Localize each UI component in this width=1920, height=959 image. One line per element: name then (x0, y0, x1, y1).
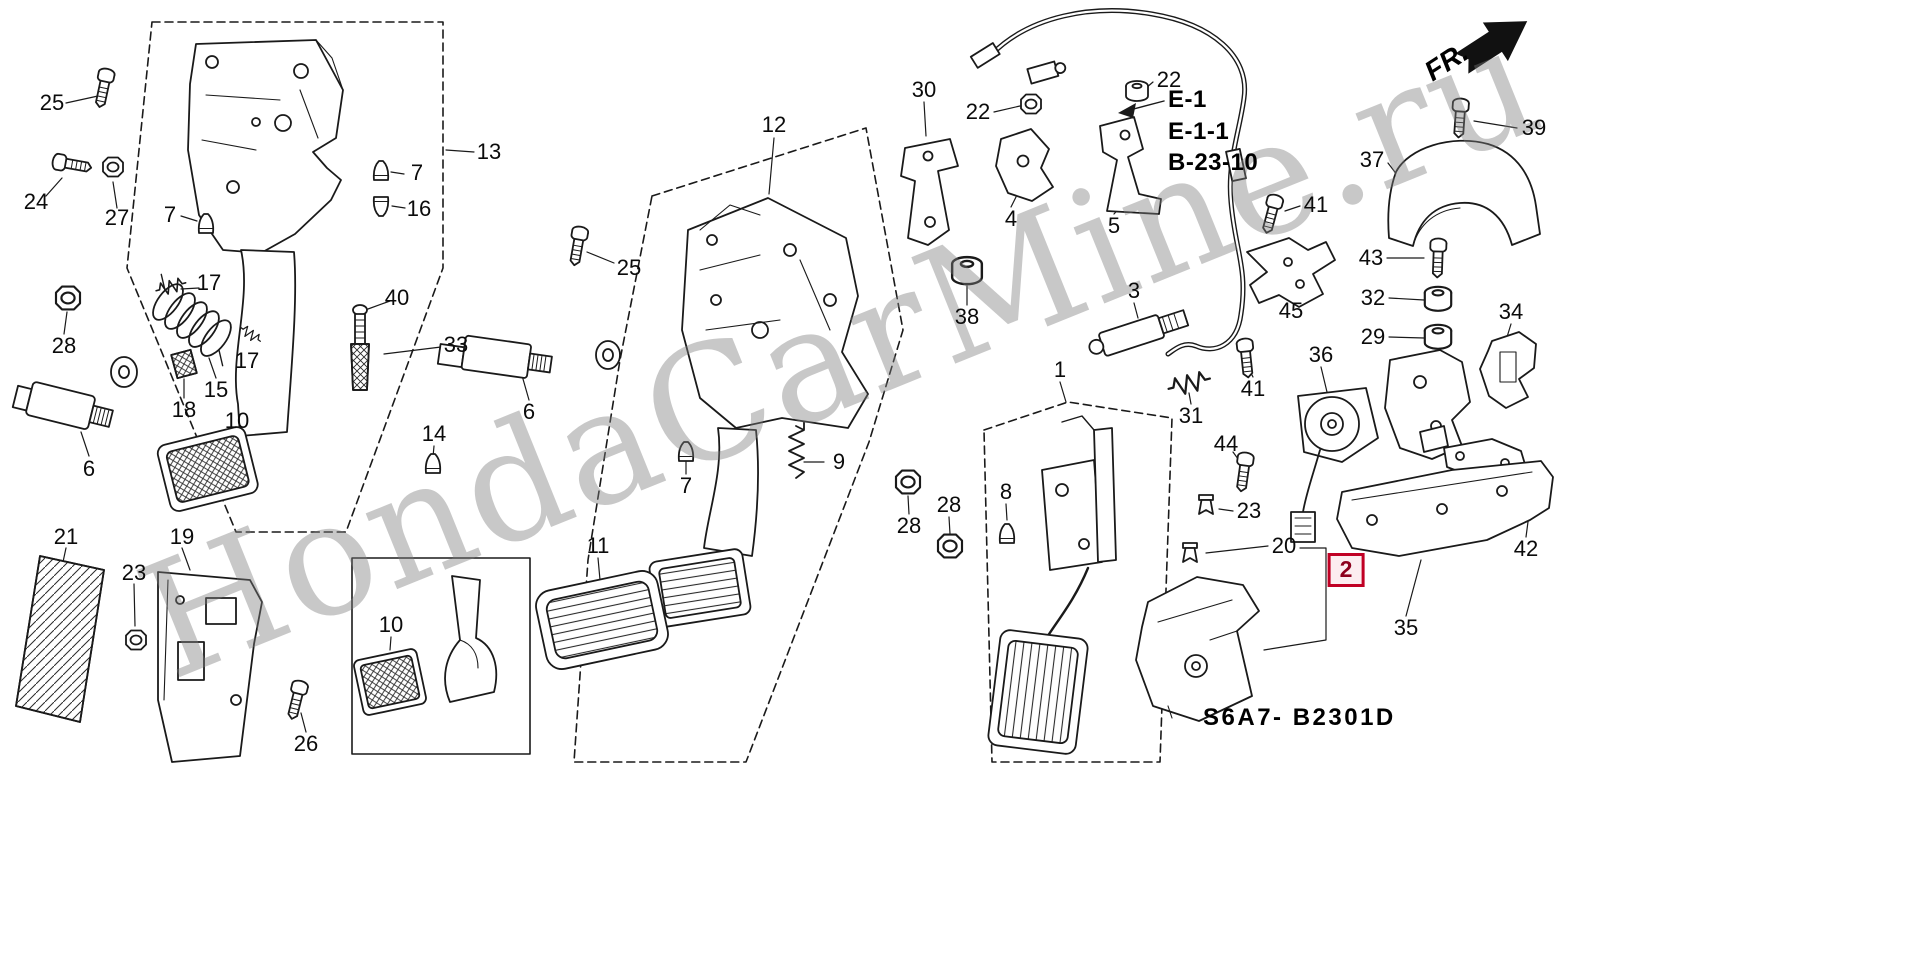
part-callout-38[interactable]: 38 (954, 304, 980, 329)
part-callout-37[interactable]: 37 (1359, 147, 1385, 172)
part-callout-4[interactable]: 4 (1004, 206, 1018, 231)
pedal-pad-11-art (535, 570, 669, 670)
part-callout-39[interactable]: 39 (1521, 115, 1547, 140)
part-callout-13[interactable]: 13 (476, 139, 502, 164)
part-callout-15[interactable]: 15 (203, 377, 229, 402)
part-callout-31[interactable]: 31 (1178, 403, 1204, 428)
right-cluster-art (1165, 192, 1379, 563)
part-callout-22[interactable]: 22 (965, 99, 991, 124)
inset-pads-art (353, 575, 498, 716)
part-callout-28[interactable]: 28 (936, 492, 962, 517)
part-callout-28[interactable]: 28 (51, 333, 77, 358)
part-callout-27[interactable]: 27 (104, 205, 130, 230)
part-callout-2-selected[interactable]: 2 (1327, 553, 1365, 587)
part-callout-6[interactable]: 6 (522, 399, 536, 424)
part-callout-28[interactable]: 28 (896, 513, 922, 538)
part-callout-34[interactable]: 34 (1498, 299, 1524, 324)
part-callout-42[interactable]: 42 (1513, 536, 1539, 561)
selected-part-2-art (1135, 576, 1260, 722)
part-callout-24[interactable]: 24 (23, 189, 49, 214)
part-callout-20[interactable]: 20 (1271, 533, 1297, 558)
pad-inset-box (351, 557, 531, 755)
part-callout-43[interactable]: 43 (1358, 245, 1384, 270)
part-callout-1[interactable]: 1 (1053, 357, 1067, 382)
ref-arrowhead (1118, 103, 1136, 118)
brake-switch-art (436, 224, 621, 379)
reference-codes: E-1 E-1-1 B-23-10 (1168, 84, 1258, 179)
part-callout-18[interactable]: 18 (171, 397, 197, 422)
group-boundaries (126, 21, 1173, 763)
ref-code-e11[interactable]: E-1-1 (1168, 117, 1230, 145)
ref-code-b2310[interactable]: B-23-10 (1168, 149, 1259, 177)
part-callout-12[interactable]: 12 (761, 112, 787, 137)
part-callout-17[interactable]: 17 (234, 348, 260, 373)
throttle-cable-art (969, 8, 1248, 357)
part-callout-21[interactable]: 21 (53, 524, 79, 549)
part-callout-5[interactable]: 5 (1107, 213, 1121, 238)
footrest-bracket-art (157, 571, 263, 763)
part-callout-19[interactable]: 19 (169, 524, 195, 549)
clutch-pedal-assembly-art (152, 39, 344, 512)
part-callout-33[interactable]: 33 (443, 332, 469, 357)
part-callout-30[interactable]: 30 (911, 77, 937, 102)
diagram-code: S6A7- B2301D (1203, 704, 1396, 731)
leader-lines (45, 81, 1532, 733)
part-callout-25[interactable]: 25 (39, 90, 65, 115)
part-callout-23[interactable]: 23 (1236, 498, 1262, 523)
part-callout-32[interactable]: 32 (1360, 285, 1386, 310)
part-callout-3[interactable]: 3 (1127, 278, 1141, 303)
part-callout-11[interactable]: 11 (586, 533, 610, 558)
part-callout-8[interactable]: 8 (999, 479, 1013, 504)
part-callout-6[interactable]: 6 (82, 456, 96, 481)
cover-and-mount-art (1336, 97, 1554, 557)
return-spring-art (788, 421, 805, 479)
part-callout-7[interactable]: 7 (679, 473, 693, 498)
part-callout-41[interactable]: 41 (1303, 192, 1329, 217)
left-fasteners-art (50, 66, 442, 722)
part-callout-45[interactable]: 45 (1278, 298, 1304, 323)
part-callout-29[interactable]: 29 (1360, 324, 1386, 349)
accelerator-pedal-art (987, 415, 1117, 755)
part-callout-10[interactable]: 10 (224, 408, 250, 433)
part-callout-17[interactable]: 17 (196, 270, 222, 295)
part-callout-36[interactable]: 36 (1308, 342, 1334, 367)
part-callout-23[interactable]: 23 (121, 560, 147, 585)
part-callout-40[interactable]: 40 (384, 285, 410, 310)
cable-brackets-art (900, 80, 1162, 286)
ref-code-e1[interactable]: E-1 (1168, 86, 1207, 113)
part-callout-25[interactable]: 25 (616, 255, 642, 280)
part-callout-14[interactable]: 14 (421, 421, 447, 446)
footrest-art (15, 555, 105, 723)
part-callout-26[interactable]: 26 (293, 731, 319, 756)
part-callout-10[interactable]: 10 (378, 612, 404, 637)
part-callout-7[interactable]: 7 (410, 160, 424, 185)
front-direction-arrow (1455, 21, 1528, 74)
clutch-switch-art (11, 356, 138, 430)
brake-pedal-assembly-art (648, 197, 869, 628)
stopper-rod-art (350, 304, 370, 391)
part-callout-7[interactable]: 7 (163, 202, 177, 227)
part-callout-41[interactable]: 41 (1240, 376, 1266, 401)
part-callout-22[interactable]: 22 (1156, 67, 1182, 92)
part-callout-9[interactable]: 9 (832, 449, 846, 474)
part-callout-35[interactable]: 35 (1393, 615, 1419, 640)
part-callout-16[interactable]: 16 (406, 196, 432, 221)
part-callout-44[interactable]: 44 (1213, 431, 1239, 456)
